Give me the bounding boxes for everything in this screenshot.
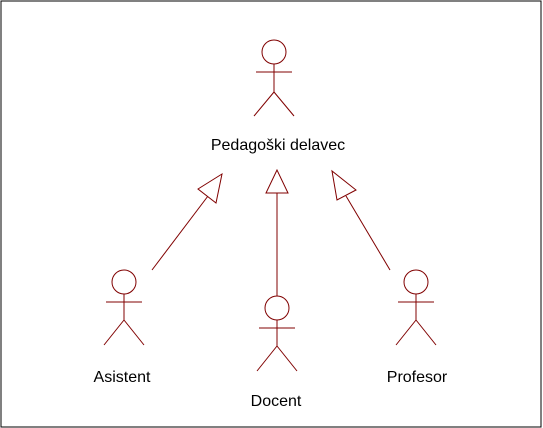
actor-profesor[interactable]: Profesor xyxy=(387,269,448,386)
actor-label-profesor: Profesor xyxy=(387,369,448,386)
generalization-asistent-to-parent[interactable] xyxy=(151,172,223,271)
actor-stick-figure-icon xyxy=(253,39,295,117)
actor-stick-figure-icon xyxy=(395,269,437,346)
generalization-profesor-to-parent[interactable] xyxy=(331,169,391,271)
actor-stick-figure-icon xyxy=(256,295,298,372)
generalization-docent-to-parent[interactable] xyxy=(265,168,289,296)
actor-asistent[interactable]: Asistent xyxy=(94,269,151,386)
actor-label-asistent: Asistent xyxy=(94,369,151,386)
actor-label-parent: Pedagoški delavec xyxy=(211,137,345,154)
actor-pedagoski-delavec[interactable]: Pedagoški delavec xyxy=(211,39,345,154)
generalization-arrows xyxy=(151,168,391,296)
actor-docent[interactable]: Docent xyxy=(251,295,302,410)
actor-stick-figure-icon xyxy=(103,269,145,346)
actor-label-docent: Docent xyxy=(251,393,302,410)
